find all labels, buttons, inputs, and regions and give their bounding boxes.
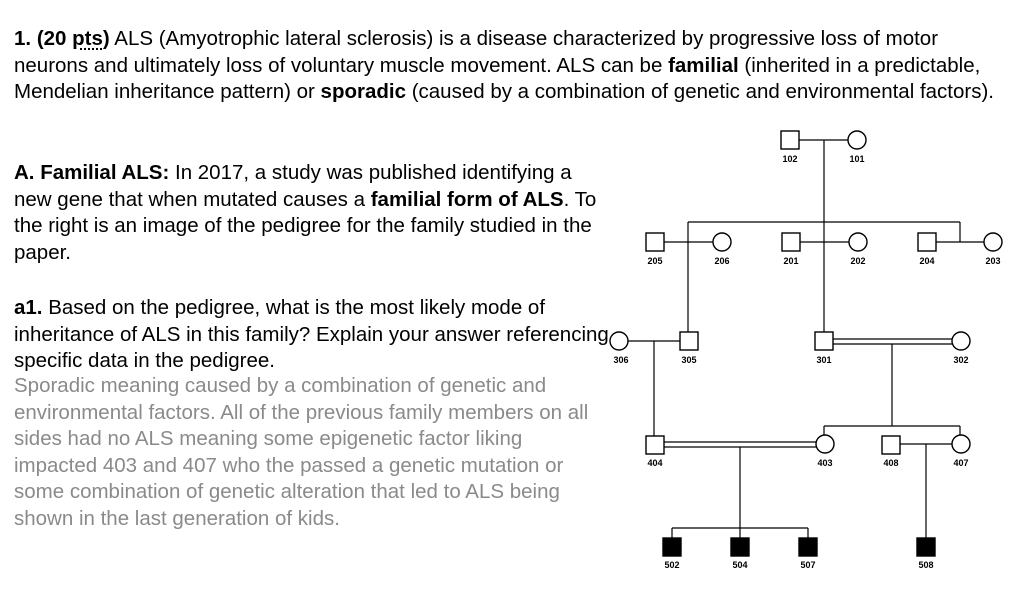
label-508: 508 xyxy=(918,560,933,570)
label-502: 502 xyxy=(664,560,679,570)
affected-male-507-symbol xyxy=(798,537,818,557)
pedigree-lines xyxy=(628,139,984,538)
female-403-symbol xyxy=(815,434,835,454)
question-points: (20 pts) xyxy=(36,27,110,50)
label-403: 403 xyxy=(817,458,832,468)
part-a-text: A. Familial ALS: In 2017, a study was pu… xyxy=(14,161,597,264)
affected-male-504-symbol xyxy=(730,537,750,557)
female-306-symbol xyxy=(609,331,629,351)
part-a-heading: A. Familial ALS: xyxy=(14,161,170,184)
label-507: 507 xyxy=(800,560,815,570)
male-201-symbol xyxy=(781,232,801,252)
label-201: 201 xyxy=(783,256,798,266)
male-102-symbol xyxy=(780,130,800,150)
label-205: 205 xyxy=(647,256,662,266)
label-404: 404 xyxy=(647,458,662,468)
question-number: 1. xyxy=(14,27,32,50)
label-204: 204 xyxy=(919,256,934,266)
male-404-symbol xyxy=(645,435,665,455)
label-206: 206 xyxy=(714,256,729,266)
male-301-symbol xyxy=(814,331,834,351)
label-301: 301 xyxy=(816,355,831,365)
male-408-symbol xyxy=(881,435,901,455)
part-a-bold: familial form of ALS xyxy=(370,187,564,211)
label-302: 302 xyxy=(953,355,968,365)
a1-label: a1. xyxy=(14,296,43,319)
label-305: 305 xyxy=(681,355,696,365)
label-203: 203 xyxy=(985,256,1000,266)
label-407: 407 xyxy=(953,458,968,468)
label-101: 101 xyxy=(849,154,864,164)
female-101-symbol xyxy=(847,130,867,150)
label-102: 102 xyxy=(782,154,797,164)
term-familial: familial xyxy=(668,53,739,77)
pedigree-labels: 102 101 205 206 201 202 204 203 306 305 … xyxy=(613,154,1000,570)
question-1-intro: 1. (20 pts) ALS (Amyotrophic lateral scl… xyxy=(14,27,994,103)
label-408: 408 xyxy=(883,458,898,468)
male-305-symbol xyxy=(679,331,699,351)
male-204-symbol xyxy=(917,232,937,252)
label-306: 306 xyxy=(613,355,628,365)
affected-male-502-symbol xyxy=(662,537,682,557)
label-202: 202 xyxy=(850,256,865,266)
affected-male-508-symbol xyxy=(916,537,936,557)
female-302-symbol xyxy=(951,331,971,351)
label-504: 504 xyxy=(732,560,747,570)
points-abbr: pts xyxy=(72,27,103,50)
female-206-symbol xyxy=(712,232,732,252)
female-203-symbol xyxy=(983,232,1003,252)
term-sporadic: sporadic xyxy=(320,80,406,103)
a1-answer: Sporadic meaning caused by a combination… xyxy=(14,374,589,530)
male-205-symbol xyxy=(645,232,665,252)
female-407-symbol xyxy=(951,434,971,454)
a1-question: a1. Based on the pedigree, what is the m… xyxy=(14,296,609,372)
female-202-symbol xyxy=(848,232,868,252)
